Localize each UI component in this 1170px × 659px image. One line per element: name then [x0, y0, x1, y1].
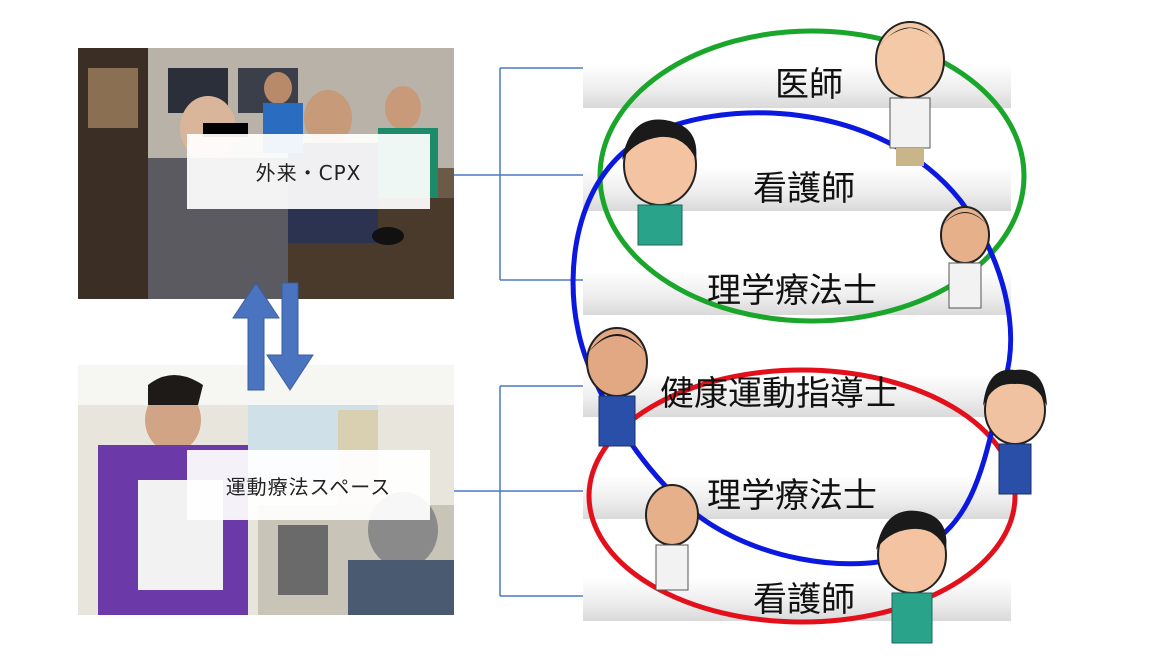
role-label-nurse: 看護師 [753, 161, 855, 210]
bottom-connector [454, 386, 583, 596]
caricature-icon [876, 22, 944, 166]
role-label-nurse-2: 看護師 [753, 572, 855, 621]
bidirectional-arrows-icon [233, 283, 313, 390]
caricature-icon [587, 328, 647, 446]
caricature-icon [941, 207, 989, 308]
caricature-icon [983, 370, 1047, 494]
role-label-pt-2: 理学療法士 [707, 468, 877, 517]
top-connector [454, 68, 583, 280]
role-label-trainer: 健康運動指導士 [660, 366, 898, 415]
caricature-icon [622, 120, 696, 246]
caricature-icon [876, 511, 946, 643]
role-label-pt: 理学療法士 [707, 263, 877, 312]
role-label-doctor: 医師 [775, 57, 843, 106]
caricature-icon [646, 485, 698, 590]
